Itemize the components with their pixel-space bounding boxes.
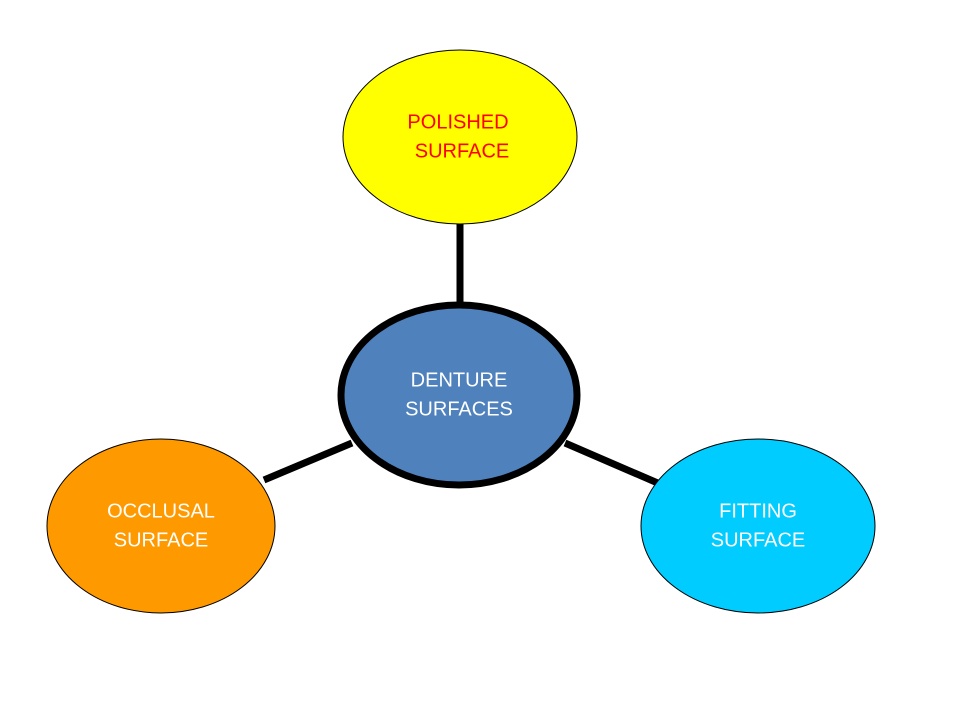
node-fitting-label-line2: SURFACE bbox=[711, 529, 805, 551]
node-center-label-line1: DENTURE bbox=[411, 369, 508, 391]
node-polished-surface: POLISHED SURFACE bbox=[342, 49, 578, 225]
node-center-label-line2: SURFACES bbox=[405, 398, 513, 420]
node-polished-label-line2: SURFACE bbox=[415, 140, 509, 162]
node-occlusal-label-line1: OCCLUSAL bbox=[107, 500, 215, 522]
node-occlusal-surface: OCCLUSAL SURFACE bbox=[46, 438, 276, 614]
connector-right bbox=[563, 439, 662, 488]
node-polished-label-line1: POLISHED bbox=[407, 111, 508, 133]
connector-left bbox=[262, 439, 354, 484]
node-fitting-label-line1: FITTING bbox=[719, 500, 797, 522]
node-denture-surfaces: DENTURE SURFACES bbox=[337, 301, 581, 489]
node-occlusal-label-line2: SURFACE bbox=[114, 529, 208, 551]
node-fitting-surface: FITTING SURFACE bbox=[640, 438, 876, 614]
